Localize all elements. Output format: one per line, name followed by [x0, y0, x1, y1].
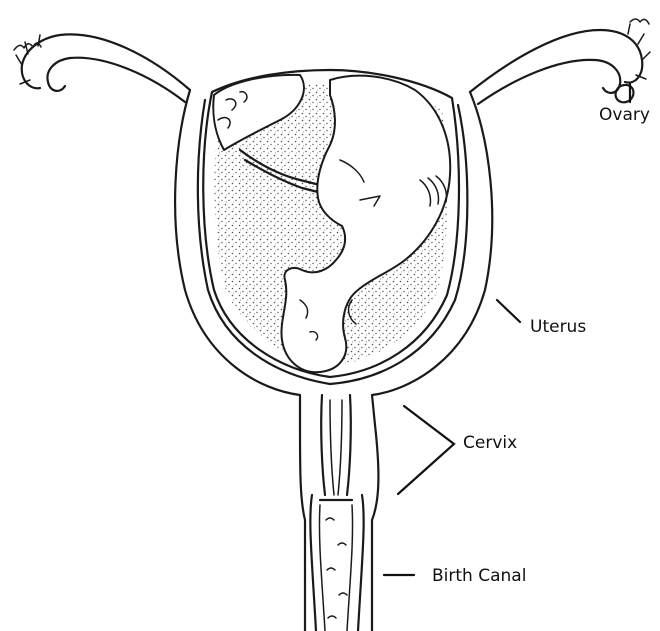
uterus-leader-line	[497, 300, 520, 322]
left-fallopian-tube	[14, 34, 190, 102]
cervix-leader-bracket	[398, 406, 454, 494]
right-fallopian-tube	[470, 19, 650, 104]
cervix-label: Cervix	[463, 435, 517, 452]
uterus-label: Uterus	[530, 319, 586, 336]
birth-canal	[310, 495, 363, 631]
ovary-label: Ovary	[599, 107, 650, 124]
birth-canal-label: Birth Canal	[432, 568, 526, 585]
cervix	[321, 395, 351, 495]
